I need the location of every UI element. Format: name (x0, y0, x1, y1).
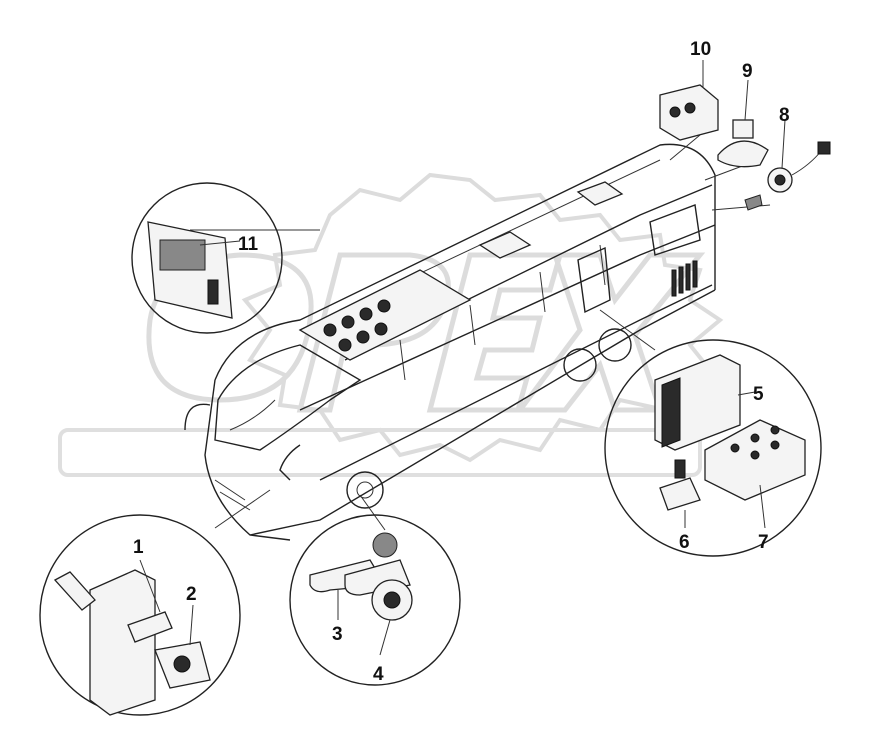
callout-9: 9 (742, 61, 753, 82)
battery-terminals (730, 425, 780, 460)
callout-8: 8 (779, 105, 790, 126)
part-10-relay-box (659, 60, 719, 141)
leader-lines (190, 134, 771, 531)
ac-unit-fans (323, 299, 391, 352)
watermark-gear (241, 172, 724, 463)
callout-4: 4 (373, 664, 384, 685)
callout-3: 3 (332, 624, 343, 645)
part-6-battery-switch (659, 477, 701, 511)
bus-front-wheel (346, 471, 384, 509)
part-5-connector-strip (661, 377, 681, 448)
bus-side-lower (249, 289, 716, 536)
callout-7: 7 (758, 532, 769, 553)
bus-rear-window (649, 204, 701, 256)
callout-5: 5 (753, 384, 764, 405)
part-11-connector (207, 279, 219, 305)
bus-headlights (214, 479, 251, 511)
bus-windshield-inner (229, 399, 276, 431)
bus-windows (399, 244, 606, 381)
bus-rear-wheel-1 (563, 348, 597, 382)
horn-compressor (372, 532, 398, 558)
part-1-column-switch-right (127, 611, 173, 643)
detail-circle-1-2 (39, 514, 241, 716)
detail-circle-3-4 (289, 514, 461, 686)
bus-rear-wheel-2 (598, 328, 632, 362)
callout-1: 1 (133, 537, 144, 558)
coach-bus-illustration (184, 143, 716, 541)
part-1-switch-housing (89, 569, 156, 716)
callout-6: 6 (679, 532, 690, 553)
bus-mirror-left (184, 403, 211, 431)
bus-rear-vent-grille (671, 260, 698, 297)
bus-front-face (204, 379, 291, 541)
part-9-lamp (717, 79, 769, 168)
watermark-underline (58, 428, 702, 477)
part-11-bracket (159, 239, 206, 271)
part-8-connector-socket (744, 119, 831, 211)
part-7-battery (704, 419, 806, 501)
roof-hatch-front (478, 231, 532, 259)
detail-circle-11 (131, 182, 283, 334)
bus-skirt-line (319, 284, 713, 481)
bus-roof-ac-unit (298, 269, 472, 361)
callout-11: 11 (238, 234, 259, 255)
callout-10: 10 (690, 39, 711, 60)
bus-door (577, 246, 611, 314)
callout-2: 2 (186, 584, 197, 605)
bus-roof-outline (214, 143, 716, 381)
bus-front-wheel-hub (356, 481, 374, 499)
roof-hatch-rear (576, 181, 624, 206)
watermark-letter-x (515, 252, 706, 413)
detail-circle-5-7 (604, 339, 822, 557)
bus-beltline (299, 224, 716, 411)
part-1-column-switch-left (53, 571, 96, 611)
battery-switch-key (674, 459, 686, 479)
bus-mirror-right (279, 444, 301, 481)
